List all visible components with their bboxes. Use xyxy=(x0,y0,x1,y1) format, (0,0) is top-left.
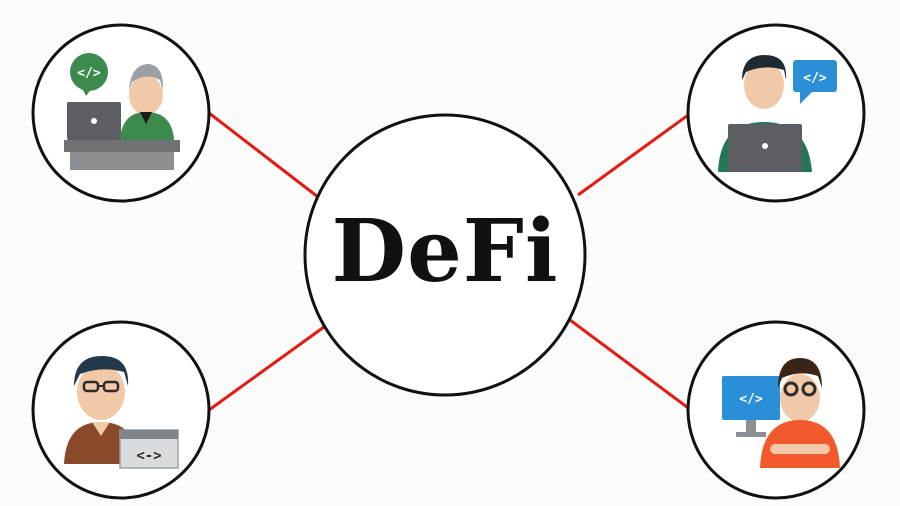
developer-at-desk-icon: </> xyxy=(64,53,180,170)
node-circle xyxy=(31,320,211,500)
node-circle xyxy=(686,23,866,203)
node-top-right: </> xyxy=(686,23,866,203)
node-bottom-left: <-> xyxy=(31,320,211,500)
node-top-left: </> xyxy=(31,23,211,203)
defi-title: DeFi xyxy=(331,201,559,302)
connectors xyxy=(208,111,692,412)
code-icon-label: </> xyxy=(77,66,101,81)
code-icon-label: </> xyxy=(739,392,763,407)
code-icon-label: </> xyxy=(803,71,827,86)
connector-top-right xyxy=(577,111,692,197)
connector-bottom-left xyxy=(208,325,325,412)
center-circle xyxy=(303,113,587,397)
code-icon-label: <-> xyxy=(136,448,161,464)
developer-at-monitor-icon: </> xyxy=(722,358,840,468)
connector-top-left xyxy=(208,111,319,199)
node-bottom-right: </> xyxy=(686,320,866,500)
developer-with-laptop-icon: </> xyxy=(718,55,837,172)
developer-with-code-window-icon: <-> xyxy=(64,356,179,469)
connector-bottom-right xyxy=(569,318,692,412)
